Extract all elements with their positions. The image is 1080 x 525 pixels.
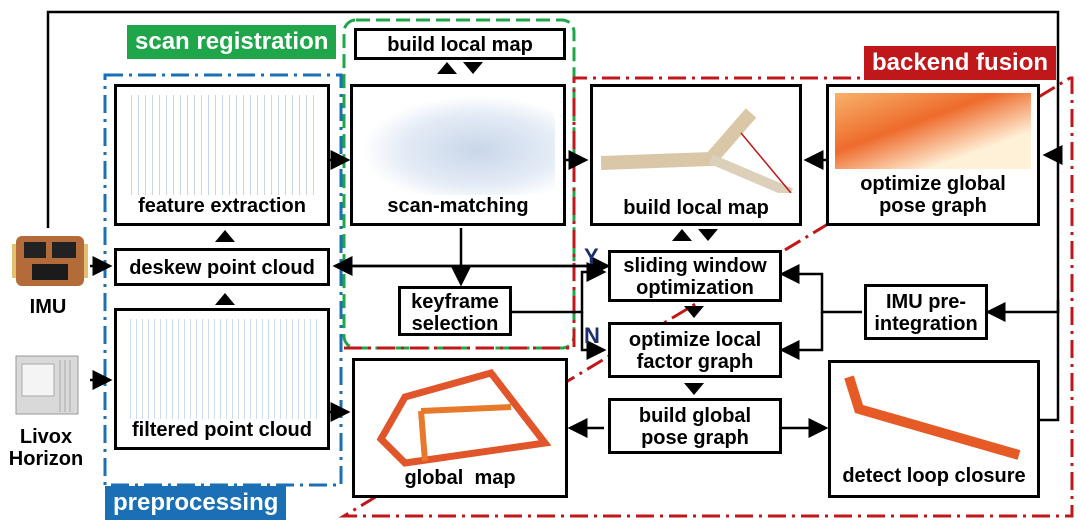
imu-preint-label: IMU pre- integration [874, 291, 978, 335]
branch-yes-label: Y [584, 244, 599, 269]
region-label-backend-fusion: backend fusion [864, 46, 1057, 80]
local-map-image [601, 93, 793, 193]
node-optimize-global-pose-graph: optimize global pose graph [826, 84, 1040, 226]
lidar-label: Livox Horizon [8, 426, 84, 470]
region-preprocessing [103, 73, 343, 487]
node-optimize-local-factor-graph: optimize local factor graph [608, 322, 782, 378]
imu-label: IMU [29, 296, 67, 318]
filtered-pointcloud-image [125, 319, 319, 419]
node-feature-extraction: feature extraction [114, 84, 330, 226]
node-build-local-map-top: build local map [354, 28, 566, 60]
node-scan-matching: scan-matching [350, 84, 566, 226]
node-keyframe-selection: keyframe selection [398, 286, 512, 336]
scan-matching-label: scan-matching [387, 195, 529, 217]
node-filtered-point-cloud: filtered point cloud [114, 308, 330, 450]
node-sliding-window-optimization: sliding window optimization [608, 250, 782, 302]
node-imu-preintegration: IMU pre- integration [864, 284, 988, 340]
node-detect-loop-closure: detect loop closure [828, 360, 1040, 498]
build-local-map-top-label: build local map [387, 34, 533, 56]
region-label-preprocessing: preprocessing [105, 486, 287, 520]
deskew-label: deskew point cloud [129, 257, 315, 279]
detect-loop-label: detect loop closure [842, 465, 1026, 487]
feature-pointcloud-image [125, 95, 319, 195]
global-map-label: global map [404, 467, 516, 489]
branch-no-label: N [584, 323, 600, 348]
imu-chip-icon [10, 232, 90, 290]
node-build-local-map-backend: build local map [590, 84, 802, 226]
filtered-label: filtered point cloud [132, 419, 312, 441]
scan-matching-image [361, 95, 555, 195]
optimize-global-image [835, 93, 1031, 169]
node-global-map: global map [352, 358, 568, 498]
node-build-global-pose-graph: build global pose graph [608, 398, 782, 454]
loop-closure-image [839, 369, 1033, 461]
region-backend-fusion [338, 76, 1074, 518]
build-global-label: build global pose graph [638, 405, 752, 449]
global-map-image [365, 367, 557, 467]
region-label-scan-registration: scan registration [127, 25, 337, 59]
sliding-window-label: sliding window optimization [623, 255, 767, 299]
keyframe-label: keyframe selection [411, 291, 499, 335]
node-deskew: deskew point cloud [114, 248, 330, 286]
optimize-global-label: optimize global pose graph [860, 173, 1006, 217]
optimize-local-label: optimize local factor graph [628, 329, 762, 373]
build-local-map-backend-label: build local map [623, 197, 769, 219]
feature-extraction-label: feature extraction [138, 195, 306, 217]
lidar-sensor-icon [10, 352, 90, 422]
